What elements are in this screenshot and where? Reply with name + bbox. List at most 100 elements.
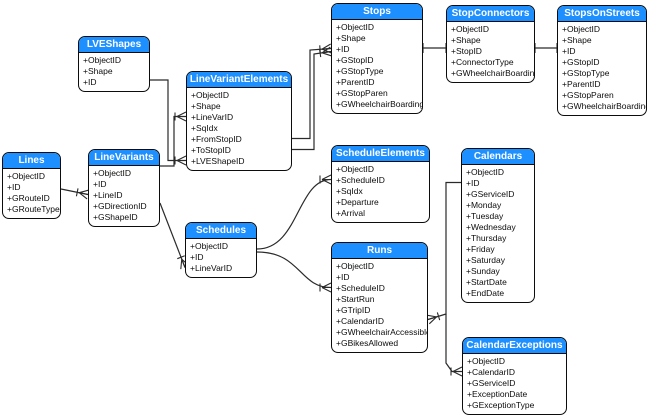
table-field-list: +ObjectID+CalendarID+GServiceID+Exceptio…: [463, 354, 566, 414]
table-field: +LineVarID: [190, 263, 233, 273]
table-title: CalendarExceptions: [463, 338, 566, 354]
connector-linevariantelements-fromstop-to-stops: [292, 43, 332, 140]
table-field: +ScheduleID: [336, 175, 385, 185]
table-field: +ObjectID: [451, 24, 490, 34]
table-field: +ObjectID: [191, 90, 230, 100]
table-field: +ObjectID: [467, 356, 506, 366]
entity-table-lines[interactable]: Lines+ObjectID+ID+GRouteID+GRouteType: [2, 152, 61, 219]
table-field: +GStopID: [336, 55, 374, 65]
table-field: +Shape: [336, 33, 366, 43]
table-field: +ID: [336, 44, 350, 54]
table-field: +ObjectID: [190, 241, 229, 251]
entity-table-linevariants[interactable]: LineVariants+ObjectID+ID+LineID+GDirecti…: [88, 149, 160, 227]
connector-schedules-to-runs: [256, 251, 332, 293]
table-field: +Arrival: [336, 208, 366, 218]
table-field: +FromStopID: [191, 134, 242, 144]
entity-table-lveshapes[interactable]: LVEShapes+ObjectID+Shape+ID: [78, 36, 150, 92]
table-field-list: +ObjectID+ID+LineID+GDirectionID+GShapeI…: [89, 166, 159, 226]
table-field: +GTripID: [336, 305, 371, 315]
table-title: StopConnectors: [447, 6, 534, 22]
table-field: +ID: [83, 77, 97, 87]
table-field: +GStopType: [336, 66, 384, 76]
table-field: +CalendarID: [467, 367, 515, 377]
table-field: +Thursday: [466, 233, 507, 243]
table-title: LineVariants: [89, 150, 159, 166]
table-field: +GDirectionID: [93, 201, 147, 211]
table-field: +GRouteType: [7, 204, 60, 214]
entity-table-calendars[interactable]: Calendars+ObjectID+ID+GServiceID+Monday+…: [461, 148, 535, 303]
connector-calendars-to-runs: [426, 181, 461, 325]
entity-table-runs[interactable]: Runs+ObjectID+ID+ScheduleID+StartRun+GTr…: [331, 242, 428, 353]
table-field: +ParentID: [562, 79, 601, 89]
table-field: +Departure: [336, 197, 379, 207]
table-field: +Tuesday: [466, 211, 504, 221]
connector-linevariants-to-linevariantelements: [160, 111, 187, 167]
table-field: +StartRun: [336, 294, 375, 304]
table-field: +SqIdx: [336, 186, 363, 196]
table-field: +Sunday: [466, 266, 500, 276]
table-field: +ObjectID: [466, 167, 505, 177]
table-field: +GServiceID: [466, 189, 515, 199]
table-field: +GStopParen: [562, 90, 614, 100]
entity-table-scheduleelements[interactable]: ScheduleElements+ObjectID+ScheduleID+SqI…: [331, 145, 430, 223]
table-field: +ID: [7, 182, 21, 192]
table-title: Calendars: [462, 149, 534, 165]
table-field: +ObjectID: [93, 168, 132, 178]
entity-table-stopsonstreets[interactable]: StopsOnStreets+ObjectID+Shape+ID+GStopID…: [557, 5, 647, 116]
table-title: Schedules: [186, 223, 256, 239]
table-field: +GWheelchairBoarding: [336, 99, 423, 109]
table-title: LineVariantElements: [187, 72, 291, 88]
table-field-list: +ObjectID+ID+GRouteID+GRouteType: [3, 169, 60, 218]
entity-table-calendarexceptions[interactable]: CalendarExceptions+ObjectID+CalendarID+G…: [462, 337, 567, 415]
table-field: +StopID: [451, 46, 482, 56]
table-field: +ObjectID: [336, 22, 375, 32]
table-title: StopsOnStreets: [558, 6, 646, 22]
table-field: +Monday: [466, 200, 502, 210]
table-title: Stops: [332, 4, 422, 20]
table-field: +Shape: [562, 35, 592, 45]
table-field: +GShapeID: [93, 212, 138, 222]
entity-table-linevariantelements[interactable]: LineVariantElements+ObjectID+Shape+LineV…: [186, 71, 292, 171]
table-field: +ObjectID: [7, 171, 46, 181]
table-field: +GBikesAllowed: [336, 338, 399, 348]
table-field: +SqIdx: [191, 123, 218, 133]
table-field-list: +ObjectID+ID+ScheduleID+StartRun+GTripID…: [332, 259, 427, 352]
table-field: +Friday: [466, 244, 495, 254]
table-title: Runs: [332, 243, 427, 259]
table-field: +StartDate: [466, 277, 507, 287]
table-field-list: +ObjectID+Shape+ID: [79, 53, 149, 91]
connector-calendars-to-calendarexceptions: [445, 314, 463, 377]
table-field-list: +ObjectID+Shape+StopID+ConnectorType+GWh…: [447, 22, 534, 82]
entity-table-schedules[interactable]: Schedules+ObjectID+ID+LineVarID: [185, 222, 257, 278]
entity-table-stopconnectors[interactable]: StopConnectors+ObjectID+Shape+StopID+Con…: [446, 5, 535, 83]
table-field: +ObjectID: [336, 261, 375, 271]
table-field: +ObjectID: [562, 24, 601, 34]
table-field: +ScheduleID: [336, 283, 385, 293]
table-field: +Saturday: [466, 255, 505, 265]
table-field: +ID: [336, 272, 350, 282]
table-field: +GWheelchairAccessible: [336, 327, 428, 337]
table-field: +Shape: [83, 66, 113, 76]
connector-linevariants-to-schedules: [159, 202, 190, 270]
table-field-list: +ObjectID+ScheduleID+SqIdx+Departure+Arr…: [332, 162, 429, 222]
table-title: Lines: [3, 153, 60, 169]
table-field: +ToStopID: [191, 145, 231, 155]
entity-table-stops[interactable]: Stops +ObjectID+Shape+ID+GStopID+GStopTyp…: [331, 3, 423, 114]
table-field: +GExceptionType: [467, 400, 535, 410]
table-field-list: +ObjectID+ID+GServiceID+Monday+Tuesday+W…: [462, 165, 534, 302]
connector-linevariantelements-tostop-to-stops: [292, 46, 332, 151]
table-field: +LineID: [93, 190, 123, 200]
table-field-list: +ObjectID+Shape+ID+GStopID+GStopType+Par…: [558, 22, 646, 115]
connector-lveshapes-to-linevariantelements: [150, 79, 187, 166]
table-field: +ExceptionDate: [467, 389, 528, 399]
table-field: +Shape: [451, 35, 481, 45]
table-field: +ConnectorType: [451, 57, 514, 67]
table-field: +GStopParen: [336, 88, 388, 98]
table-field: +CalendarID: [336, 316, 384, 326]
table-field: +Wednesday: [466, 222, 516, 232]
table-field: +GStopType: [562, 68, 610, 78]
table-field: +LineVarID: [191, 112, 234, 122]
table-field: +ID: [93, 179, 107, 189]
